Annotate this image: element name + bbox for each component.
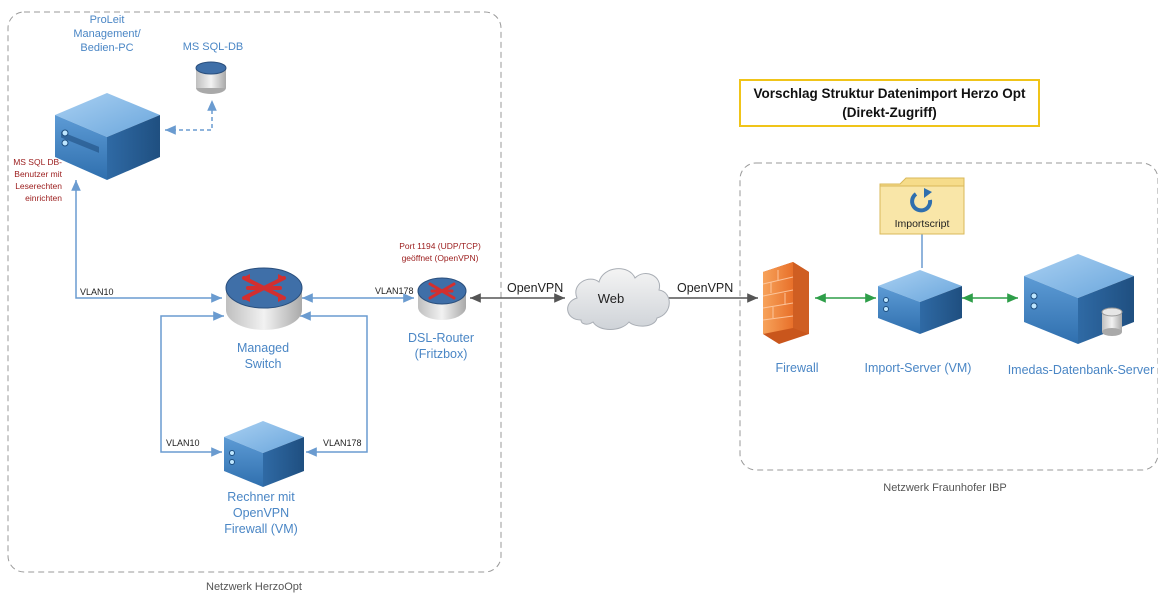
vm-label-2: OpenVPN xyxy=(233,506,289,520)
port-note-1: Port 1194 (UDP/TCP) xyxy=(399,241,481,251)
web-label: Web xyxy=(598,291,625,306)
router-label-1: DSL-Router xyxy=(408,331,474,345)
vm-server-icon[interactable] xyxy=(224,421,304,487)
proleit-label-3: Bedien-PC xyxy=(80,42,133,54)
network-fraunhofer-boundary xyxy=(739,162,1158,471)
label-vlan178-bottom: VLAN178 xyxy=(323,438,362,448)
firewall-label: Firewall xyxy=(775,361,818,375)
link-proleit-switch xyxy=(71,180,222,303)
title-line-2: (Direkt-Zugriff) xyxy=(842,105,937,120)
import-server-label: Import-Server (VM) xyxy=(865,361,972,375)
firewall-icon[interactable] xyxy=(762,262,809,344)
mssql-label: MS SQL-DB xyxy=(183,41,244,53)
port-note-2: geöffnet (OpenVPN) xyxy=(402,253,479,263)
database-icon[interactable] xyxy=(195,61,227,94)
label-vlan10-top: VLAN10 xyxy=(80,287,114,297)
switch-router-icon[interactable] xyxy=(225,267,303,330)
title-line-1: Vorschlag Struktur Datenimport Herzo Opt xyxy=(753,86,1026,101)
importscript-label: Importscript xyxy=(895,218,950,230)
link-switch-vm-vlan10 xyxy=(160,311,224,457)
vm-label-3: Firewall (VM) xyxy=(224,522,298,536)
mssql-note-3: Leserechten xyxy=(15,181,62,191)
import-server-icon[interactable] xyxy=(878,270,962,334)
imedas-label: Imedas-Datenbank-Server xyxy=(1008,363,1155,377)
network-herzoopt-label: Netzwerk HerzoOpt xyxy=(206,581,302,593)
diagram-title: Vorschlag Struktur Datenimport Herzo Opt… xyxy=(739,79,1040,127)
router-label-2: (Fritzbox) xyxy=(415,347,468,361)
label-vlan178-router: VLAN178 xyxy=(375,286,414,296)
vm-label-1: Rechner mit xyxy=(227,490,295,504)
switch-label-2: Switch xyxy=(245,357,282,371)
mssql-note-2: Benutzer mit xyxy=(14,169,62,179)
imedas-server-icon[interactable] xyxy=(1024,254,1134,344)
network-fraunhofer-label: Netzwerk Fraunhofer IBP xyxy=(883,482,1007,494)
switch-label-1: Managed xyxy=(237,341,289,355)
label-openvpn-right: OpenVPN xyxy=(677,281,733,295)
label-vlan10-bottom: VLAN10 xyxy=(166,438,200,448)
proleit-label-1: ProLeit xyxy=(90,14,125,26)
link-proleit-mssql xyxy=(165,100,217,135)
mssql-note-4: einrichten xyxy=(25,193,62,203)
link-switch-vm-vlan178 xyxy=(300,311,368,457)
label-openvpn-left: OpenVPN xyxy=(507,281,563,295)
dsl-router-icon[interactable] xyxy=(417,277,467,320)
proleit-server-icon[interactable] xyxy=(55,93,160,180)
importscript-folder-icon[interactable] xyxy=(879,177,965,235)
mssql-note-1: MS SQL DB- xyxy=(13,157,62,167)
proleit-label-2: Management/ xyxy=(73,28,141,40)
web-cloud-icon[interactable] xyxy=(567,268,670,330)
network-herzoopt-boundary xyxy=(7,11,502,573)
